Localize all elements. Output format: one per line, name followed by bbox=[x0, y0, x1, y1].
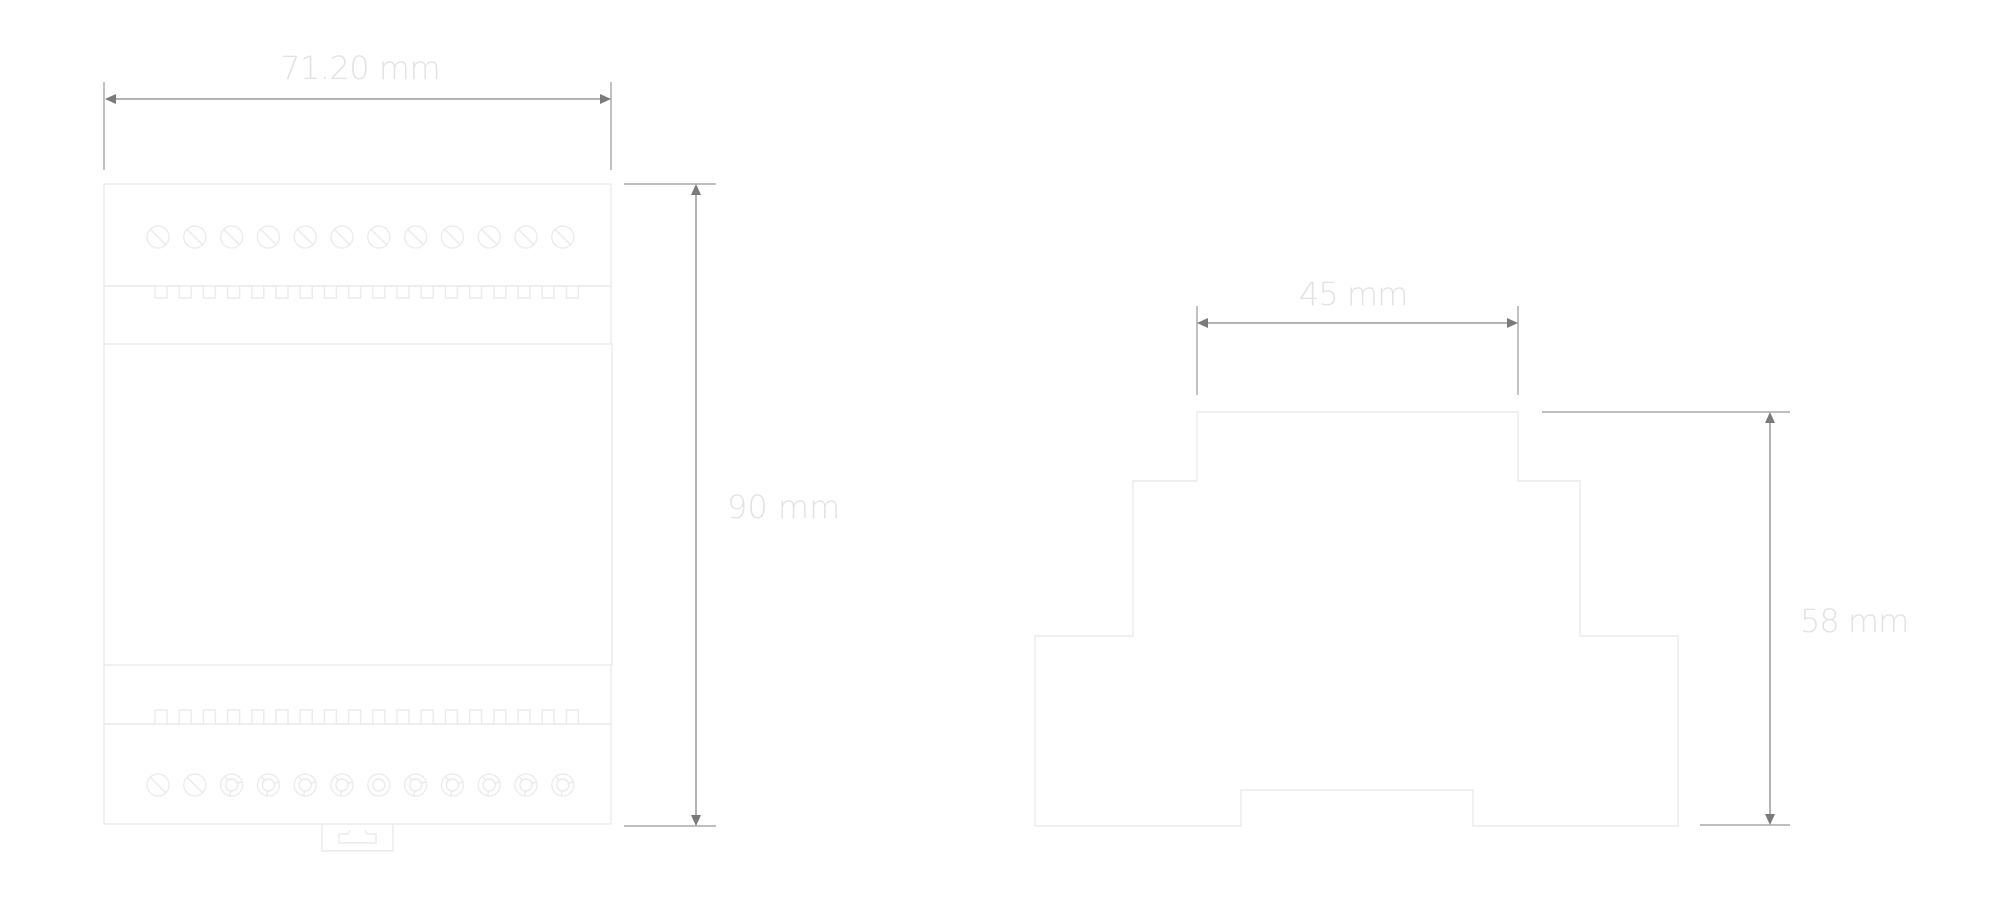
slotted-screw-icon bbox=[293, 225, 317, 249]
ring-screw-terminal-icon bbox=[293, 773, 317, 797]
ring-screw-terminal-icon bbox=[440, 773, 465, 797]
ring-screw-terminal-icon bbox=[330, 773, 354, 797]
ring-screw-terminal-icon bbox=[219, 773, 244, 797]
arrow-down-icon bbox=[1765, 814, 1775, 825]
front-view bbox=[103, 82, 716, 852]
front-height-label: 90 mm bbox=[727, 488, 841, 526]
slotted-screw-icon bbox=[440, 225, 465, 249]
front-top-comb bbox=[104, 285, 611, 299]
ring-screw-terminal-icon bbox=[514, 773, 538, 797]
ring-screw-terminal-icon bbox=[477, 773, 501, 797]
slotted-screw-icon bbox=[403, 225, 428, 249]
front-top-terminal-block bbox=[103, 183, 612, 287]
bottom-terminal-row bbox=[146, 773, 575, 797]
side-profile-outline bbox=[1034, 411, 1679, 827]
slotted-screw-icon bbox=[183, 225, 207, 249]
arrow-left-icon bbox=[105, 94, 116, 104]
arrow-right-icon bbox=[600, 94, 611, 104]
slotted-screw-icon bbox=[477, 225, 501, 249]
side-height-dimension bbox=[1542, 411, 1790, 826]
ring-screw-terminal-icon bbox=[256, 773, 281, 797]
arrow-up-icon bbox=[1765, 412, 1775, 423]
side-width-dimension bbox=[1196, 306, 1519, 395]
front-width-dimension bbox=[103, 82, 612, 170]
slotted-screw-icon bbox=[183, 773, 207, 797]
slotted-screw-icon bbox=[367, 225, 391, 249]
slotted-screw-icon bbox=[330, 225, 354, 249]
front-width-label: 71.20 mm bbox=[280, 49, 441, 87]
arrow-down-icon bbox=[691, 815, 701, 826]
front-bottom-comb bbox=[104, 709, 611, 725]
ring-screw-terminal-icon bbox=[551, 773, 575, 797]
top-terminal-row bbox=[146, 225, 575, 249]
front-bottom-terminal-block bbox=[103, 723, 612, 825]
front-center-panel bbox=[103, 343, 613, 666]
slotted-screw-icon bbox=[256, 225, 281, 249]
slotted-screw-icon bbox=[146, 773, 170, 797]
ring-terminal-icon bbox=[367, 773, 391, 797]
din-clip bbox=[321, 824, 394, 852]
side-view bbox=[1034, 306, 1790, 827]
slotted-screw-icon bbox=[551, 225, 575, 249]
slotted-screw-icon bbox=[219, 225, 244, 249]
arrow-left-icon bbox=[1197, 318, 1208, 328]
slotted-screw-icon bbox=[514, 225, 538, 249]
arrow-right-icon bbox=[1507, 318, 1518, 328]
arrow-up-icon bbox=[691, 184, 701, 195]
front-height-dimension bbox=[624, 183, 716, 827]
ring-screw-terminal-icon bbox=[403, 773, 428, 797]
side-height-label: 58 mm bbox=[1800, 602, 1909, 640]
side-width-label: 45 mm bbox=[1299, 275, 1408, 313]
slotted-screw-icon bbox=[146, 225, 170, 249]
